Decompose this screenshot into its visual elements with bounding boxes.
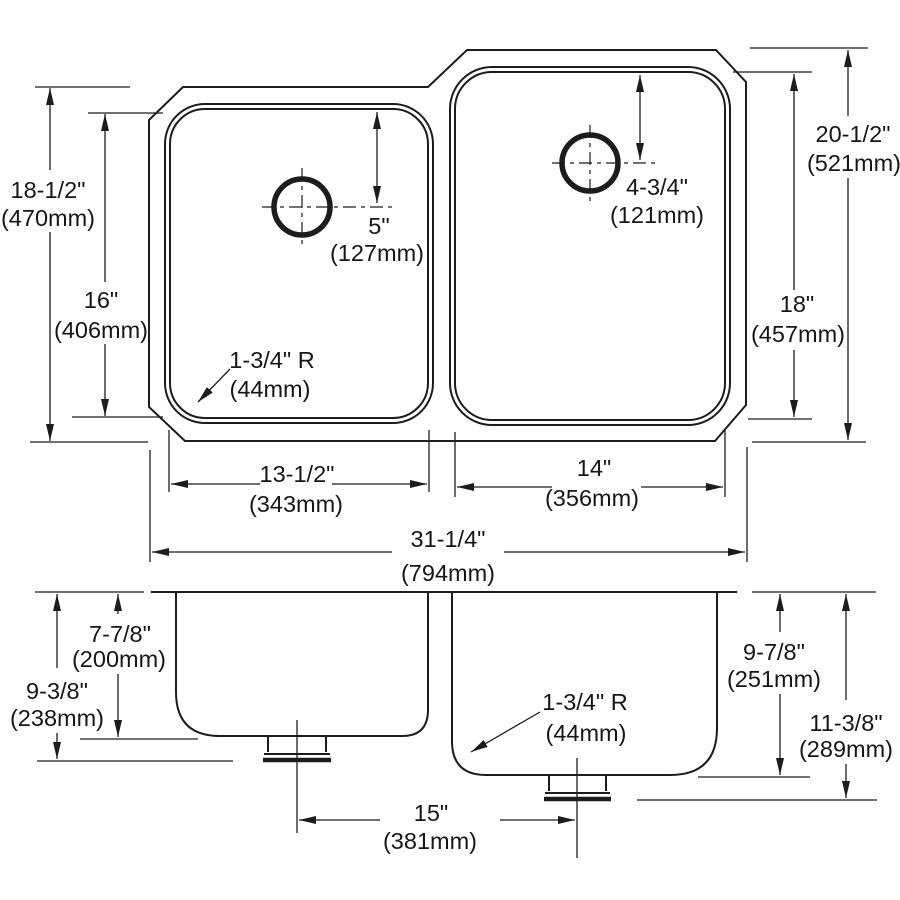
left-bowl-profile [175, 592, 429, 737]
right-bowl-profile [451, 592, 718, 776]
dim-text-mm: (356mm) [545, 485, 639, 511]
dim-text-mm: (238mm) [10, 705, 104, 731]
dim-text-mm: (251mm) [727, 666, 821, 692]
callout-bottom-radius: 1-3/4" R (44mm) [470, 689, 628, 753]
dim-right-drain-to-back: 4-3/4" (121mm) [610, 75, 704, 228]
dim-left-overall-depth: 9-3/8" (238mm) [10, 594, 233, 762]
radius-text-mm: (44mm) [546, 720, 627, 746]
dim-text: 9-7/8" [743, 639, 805, 665]
left-bowl [164, 103, 434, 424]
dim-text: 31-1/4" [411, 526, 486, 552]
dim-text-mm: (289mm) [799, 736, 893, 762]
dim-left-bowl-depth: 7-7/8" (200mm) [72, 594, 198, 740]
left-drain-fitting [263, 720, 331, 833]
radius-text: 1-3/4" R [542, 689, 627, 715]
dim-left-overall-front-to-back: 18-1/2" (470mm) [1, 86, 148, 443]
dim-text: 14" [577, 455, 611, 481]
right-bowl [449, 66, 731, 426]
dim-text-mm: (381mm) [383, 828, 477, 854]
right-drain-hole [552, 125, 657, 201]
left-drain-hole [262, 168, 395, 246]
dim-text-mm: (794mm) [401, 560, 495, 586]
dim-overall-width: 31-1/4" (794mm) [149, 447, 748, 586]
dim-left-drain-to-back: 5" (127mm) [330, 112, 424, 266]
dim-text-mm: (127mm) [330, 240, 424, 266]
dim-text: 5" [368, 213, 389, 239]
radius-text-mm: (44mm) [230, 376, 311, 402]
dim-text: 18" [780, 291, 814, 317]
callout-corner-radius: 1-3/4" R (44mm) [197, 347, 315, 403]
dim-text: 4-3/4" [626, 174, 688, 200]
side-view: 7-7/8" (200mm) 9-3/8" (238mm) 9-7/8" (25… [10, 591, 893, 858]
dim-text-mm: (470mm) [1, 205, 95, 231]
dim-text-mm: (200mm) [72, 646, 166, 672]
dim-left-bowl-front-to-back: 16" (406mm) [54, 112, 163, 418]
dim-right-bowl-width: 14" (356mm) [454, 430, 726, 511]
dim-text: 15" [414, 800, 448, 826]
dim-text-mm: (457mm) [751, 321, 845, 347]
dim-text-mm: (121mm) [610, 202, 704, 228]
dim-text: 9-3/8" [26, 678, 88, 704]
dim-text: 7-7/8" [89, 621, 151, 647]
dim-text: 18-1/2" [11, 177, 86, 203]
top-view: 18-1/2" (470mm) 16" (406mm) 5" (127mm) 4… [1, 47, 900, 586]
dim-text: 11-3/8" [809, 710, 882, 736]
dim-text-mm: (406mm) [54, 317, 148, 343]
dim-right-bowl-front-to-back: 18" (457mm) [733, 71, 845, 420]
dim-text: 13-1/2" [260, 461, 335, 487]
dim-text: 16" [84, 287, 118, 313]
radius-text: 1-3/4" R [229, 347, 314, 373]
dim-right-overall-depth: 11-3/8" (289mm) [637, 594, 893, 801]
dim-right-overall-front-to-back: 20-1/2" (521mm) [750, 47, 900, 443]
dim-text-mm: (521mm) [807, 150, 900, 176]
dim-text-mm: (343mm) [249, 491, 343, 517]
dim-drain-spacing: 15" (381mm) [299, 800, 575, 854]
dim-text: 20-1/2" [816, 121, 891, 147]
dim-right-bowl-depth: 9-7/8" (251mm) [698, 594, 821, 778]
dim-left-bowl-width: 13-1/2" (343mm) [168, 430, 430, 517]
sink-outline [148, 49, 747, 442]
right-drain-fitting [544, 758, 611, 858]
